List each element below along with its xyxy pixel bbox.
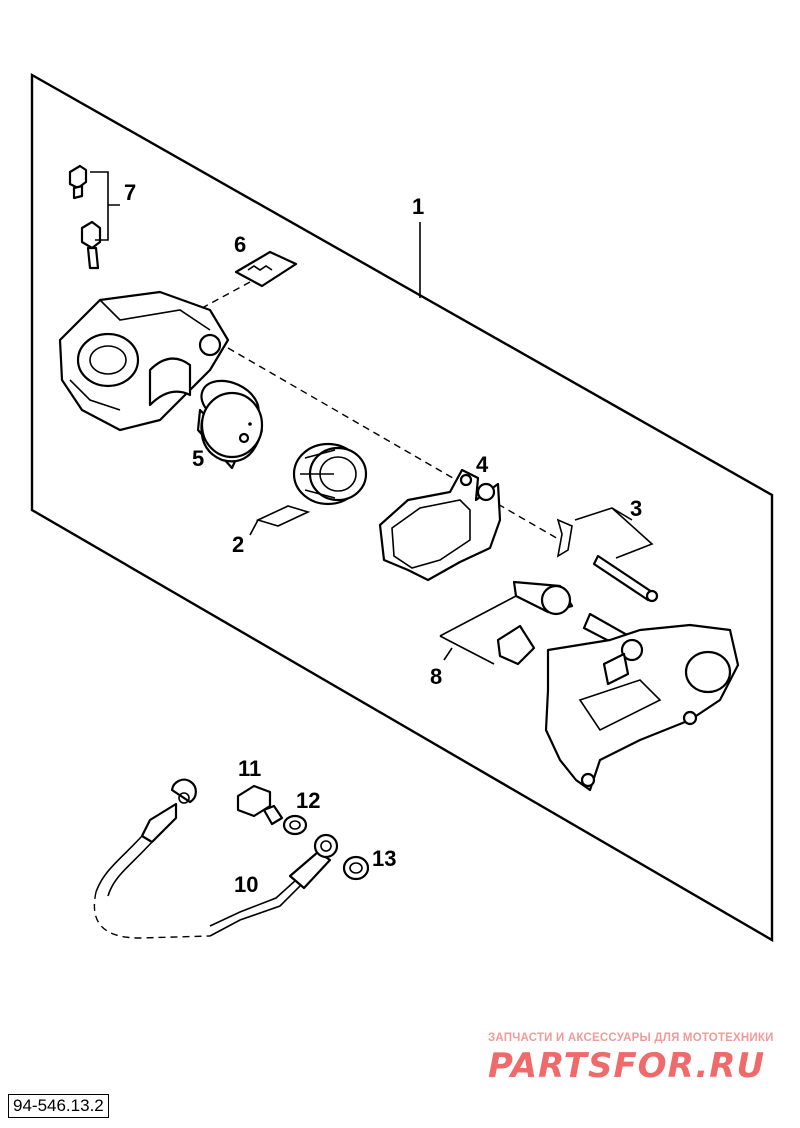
- dash-main-axis: [227, 347, 561, 541]
- callout-4: 4: [476, 452, 489, 477]
- bracket-3: [574, 507, 654, 559]
- sealing-washer-icon: [342, 855, 370, 881]
- pad-clip-icon: [234, 250, 298, 288]
- bracket-2: [255, 505, 311, 527]
- watermark-logo: PARTSFOR.RU: [488, 1046, 766, 1086]
- piston-seal-icon: [292, 442, 368, 506]
- caliper-bracket-icon: [544, 623, 740, 792]
- sealing-washer-icon: [282, 814, 308, 836]
- watermark-tagline: ЗАПЧАСТИ И АКСЕССУАРЫ ДЛЯ МОТОТЕХНИКИ: [488, 1032, 774, 1044]
- leader-2: [249, 519, 259, 536]
- callout-2: 2: [232, 532, 244, 557]
- brake-pad-icon: [378, 468, 502, 582]
- assembly-frame: [30, 72, 774, 943]
- bracket-7: [90, 171, 120, 241]
- bleeder-screw-icon: [68, 164, 102, 270]
- brake-hose-icon: [93, 778, 339, 939]
- callout-12: 12: [296, 788, 320, 813]
- callout-1: 1: [412, 194, 424, 219]
- caliper-body-icon: [58, 290, 230, 432]
- diagram-reference-code: 94-546.13.2: [8, 1094, 109, 1118]
- callout-5: 5: [192, 446, 204, 471]
- bracket-8: [439, 595, 517, 665]
- callout-13: 13: [372, 846, 396, 871]
- banjo-bolt-icon: [236, 784, 284, 826]
- callout-10: 10: [234, 872, 258, 897]
- callout-7: 7: [124, 180, 136, 205]
- guide-bolt-icon: [496, 580, 638, 666]
- callout-8: 8: [430, 664, 442, 689]
- pin-spring-icon: [556, 518, 659, 603]
- piston-icon: [196, 379, 264, 470]
- callout-3: 3: [630, 496, 642, 521]
- callout-11: 11: [238, 756, 261, 781]
- callout-6: 6: [234, 232, 246, 257]
